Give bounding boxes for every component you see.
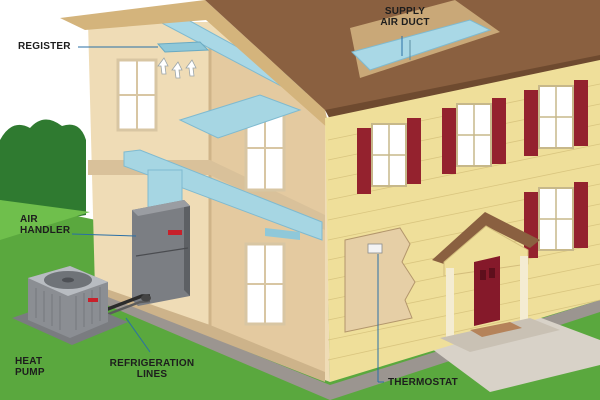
porch-column-right — [520, 256, 528, 322]
register-airflow-arrows-icon — [157, 57, 197, 79]
heat-pump-badge-icon — [88, 298, 98, 302]
thermostat-label: THERMOSTAT — [388, 377, 458, 388]
lower-register — [265, 228, 300, 240]
door-mat — [470, 322, 522, 337]
upper-window-3 — [524, 80, 588, 156]
duct-upper-branch — [178, 94, 302, 139]
porch-column-left — [446, 268, 454, 338]
refrigeration-lines-line-1: REFRIGERATION — [109, 358, 195, 369]
air-handler — [132, 200, 190, 306]
heat-pump-line-2: PUMP — [15, 367, 45, 378]
heat-pump — [12, 266, 128, 345]
porch-roof — [432, 212, 540, 264]
lower-window-right — [524, 182, 588, 258]
supply-air-duct-label: SUPPLY AIR DUCT — [370, 6, 440, 28]
wall-cutaway — [344, 227, 416, 333]
air-handler-line-2: HANDLER — [20, 225, 71, 236]
refrigeration-lines-line-2: LINES — [136, 369, 168, 380]
ground-floor — [95, 285, 325, 382]
register-label: REGISTER — [18, 41, 71, 52]
heat-pump-line-1: HEAT — [15, 356, 43, 367]
front-door — [474, 256, 500, 326]
air-handler-label: AIR HANDLER — [20, 214, 70, 236]
trees — [0, 119, 86, 230]
porch-step — [440, 318, 560, 352]
refrigeration-lines-label: REFRIGERATION LINES — [104, 358, 200, 380]
upper-window-2 — [442, 98, 506, 174]
upper-window-1 — [357, 118, 421, 194]
leader-lines — [71, 36, 403, 383]
supply-air-duct-line-2: AIR DUCT — [380, 17, 430, 28]
supply-duct-roof — [351, 19, 492, 71]
thermostat-unit — [367, 243, 383, 254]
air-handler-line-1: AIR — [20, 214, 38, 225]
heat-pump-label: HEAT PUMP — [15, 356, 45, 378]
grass-highlight — [0, 200, 90, 240]
brand-badge-icon — [168, 230, 182, 235]
supply-air-duct-line-1: SUPPLY — [384, 6, 426, 17]
register-vent — [156, 41, 210, 53]
floor-slab — [88, 160, 325, 230]
